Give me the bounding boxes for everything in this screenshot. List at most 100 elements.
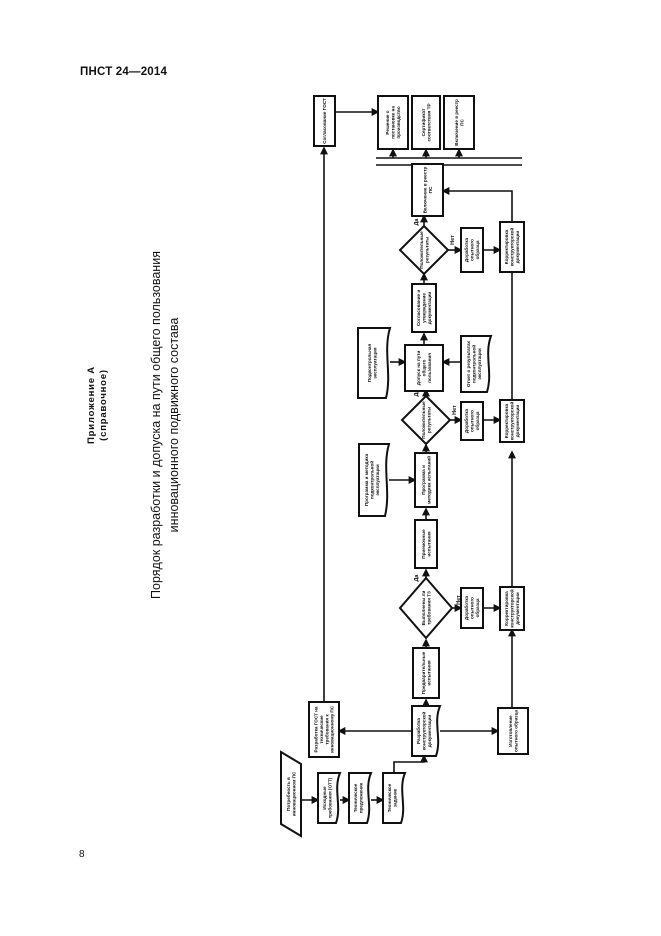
svg-text:Да: Да [414, 218, 420, 226]
node-gost-agree-label: Согласование ГОСТ [322, 98, 327, 144]
svg-text:Согласование ГОСТ: Согласование ГОСТ [322, 98, 327, 144]
svg-text:образца: образца [474, 240, 480, 259]
svg-text:Да: Да [414, 389, 420, 397]
svg-text:Предварительные: Предварительные [421, 651, 426, 694]
svg-text:Доработка: Доработка [463, 237, 469, 262]
node-out1 [377, 95, 409, 150]
svg-text:испытания: испытания [426, 660, 431, 685]
svg-text:Потребность в: Потребность в [285, 777, 291, 811]
node-ops-results [460, 335, 493, 393]
svg-text:общего: общего [421, 359, 427, 376]
node-dec2 [400, 394, 452, 446]
node-serial-agree [411, 283, 437, 333]
node-tz [382, 772, 407, 824]
svg-text:утверждение: утверждение [422, 293, 427, 323]
node-prototype [497, 707, 529, 755]
node-kd-corr3 [499, 221, 525, 273]
svg-text:Изготовление: Изготовление [508, 715, 513, 747]
node-need [280, 750, 302, 838]
svg-text:Да: Да [414, 574, 420, 582]
node-rework3 [460, 227, 484, 273]
connector [441, 187, 513, 222]
svg-text:Положительные: Положительные [419, 231, 424, 269]
svg-text:Сертификат: Сертификат [420, 108, 426, 136]
svg-text:Включение в реестр: Включение в реестр [454, 99, 459, 146]
svg-text:опытного: опытного [470, 597, 475, 619]
dec3-no-label: Нет [450, 235, 456, 245]
svg-text:образца: образца [474, 598, 480, 617]
svg-text:опытного: опытного [470, 239, 475, 261]
node-regs [358, 443, 391, 517]
node-acc-tests [414, 519, 438, 569]
svg-text:инновационном ПС: инновационном ПС [291, 771, 296, 816]
svg-text:Исходные: Исходные [322, 786, 327, 810]
dec1-no-label: Нет [456, 595, 462, 605]
svg-text:результаты: результаты [424, 237, 429, 263]
node-prelim-tests [412, 647, 440, 699]
node-dec1 [398, 576, 454, 640]
svg-text:эксплуатации: эксплуатации [477, 348, 482, 379]
svg-text:Нет: Нет [456, 595, 462, 605]
node-tech-offer [348, 772, 373, 824]
svg-text:опытного: опытного [470, 410, 475, 432]
svg-text:Корректировка: Корректировка [504, 229, 509, 264]
svg-text:требования к: требования к [323, 714, 329, 745]
node-rework1 [460, 587, 484, 629]
node-rework2 [460, 401, 484, 441]
node-ott [317, 772, 342, 824]
svg-text:Корректировка: Корректировка [504, 403, 509, 438]
svg-text:пользования: пользования [427, 353, 432, 383]
svg-text:методика испытаний: методика испытаний [425, 456, 431, 504]
node-kd-corr1 [499, 586, 525, 631]
svg-text:Разработка: Разработка [415, 718, 421, 744]
node-test-prog [414, 452, 438, 508]
svg-text:производство: производство [396, 106, 401, 138]
svg-text:опытного образца: опытного образца [512, 710, 518, 752]
svg-text:документации: документации [515, 592, 520, 625]
svg-text:Техническое: Техническое [387, 783, 392, 812]
dec2-no-label: Нет [452, 405, 458, 415]
svg-text:документации: документации [515, 405, 520, 438]
node-admit [404, 344, 444, 392]
svg-text:задание: задание [392, 788, 397, 807]
svg-text:конструкторской: конструкторской [509, 228, 515, 267]
svg-text:Нет: Нет [450, 235, 456, 245]
node-controlled-ops [357, 327, 392, 399]
svg-text:документации: документации [427, 292, 432, 325]
svg-text:требования ТЗ: требования ТЗ [425, 591, 431, 625]
svg-text:Приемочные: Приемочные [421, 529, 426, 559]
node-out2 [411, 95, 441, 150]
svg-text:Решение о: Решение о [385, 110, 390, 134]
dec1-yes-label: Да [414, 574, 420, 582]
svg-text:Подконтрольная: Подконтрольная [367, 344, 372, 383]
node-serial-agree-top [411, 163, 444, 217]
svg-text:Отчет о результатах: Отчет о результатах [466, 340, 471, 387]
svg-text:Включение в реестр: Включение в реестр [422, 167, 427, 214]
node-gost-agree [313, 95, 336, 147]
svg-text:конструкторской: конструкторской [509, 589, 515, 628]
svg-text:Доработка: Доработка [463, 595, 469, 620]
